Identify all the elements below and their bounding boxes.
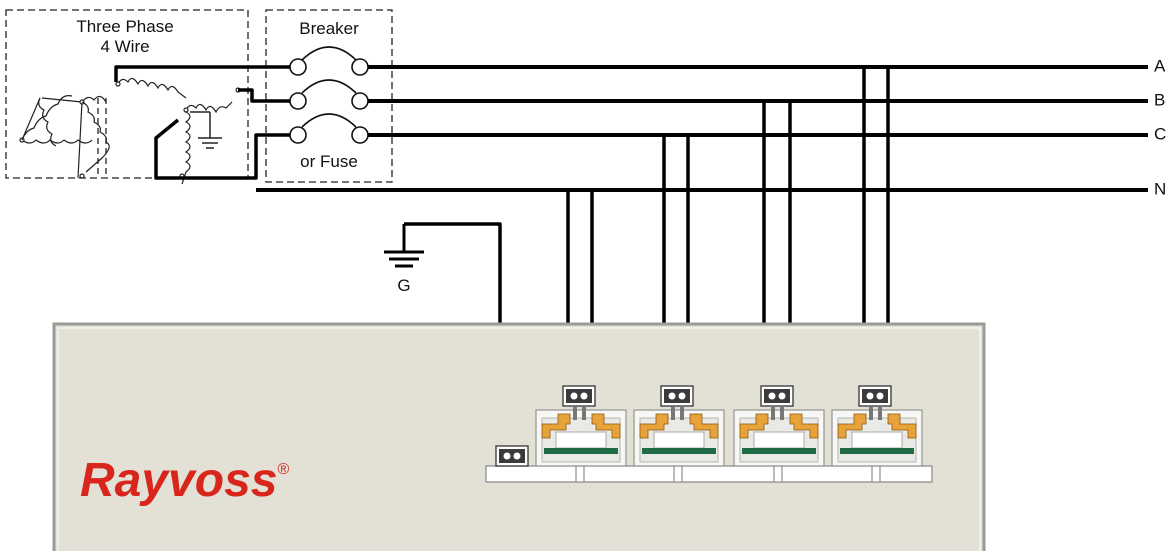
protection-module [831, 385, 923, 483]
transformer-title-line2: 4 Wire [100, 37, 149, 56]
bus-lines [256, 65, 1148, 192]
enclosure-panel [52, 322, 986, 551]
line-label-a: A [1154, 56, 1166, 75]
line-label-n: N [1154, 179, 1166, 198]
fuse-label: or Fuse [300, 152, 358, 171]
protection-module [633, 385, 725, 483]
breaker-contacts-icon [289, 46, 369, 144]
line-label-c: C [1154, 124, 1166, 143]
transformer-to-breaker-wires [114, 65, 290, 180]
secondary-wye-winding-icon [115, 77, 241, 185]
breaker-box [265, 9, 393, 183]
din-rail [485, 465, 933, 483]
protection-module [733, 385, 825, 483]
protection-module [535, 385, 627, 483]
brand-logo: Rayvoss® [80, 454, 289, 507]
primary-delta-winding-icon [19, 95, 110, 179]
transformer-ground-icon [190, 111, 222, 149]
line-label-b: B [1154, 90, 1165, 109]
ground-terminal [495, 445, 529, 467]
transformer-box [5, 9, 249, 179]
transformer-title-line1: Three Phase [76, 17, 173, 36]
breaker-label: Breaker [299, 19, 359, 38]
ground-label: G [397, 276, 410, 295]
ground-symbol-icon [384, 224, 424, 268]
transformer-core-icon [97, 98, 107, 176]
protection-modules [535, 385, 923, 483]
